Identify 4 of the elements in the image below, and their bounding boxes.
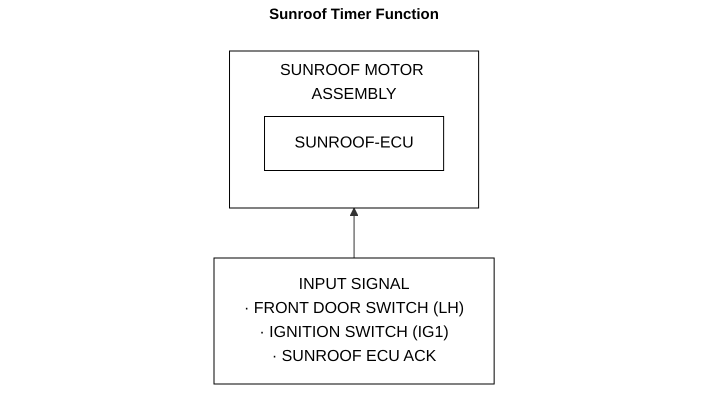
node-box: SUNROOF-ECU <box>264 116 444 171</box>
node-box: INPUT SIGNAL · FRONT DOOR SWITCH (LH) · IGNITION SWITCH (IG1) · SUNROOF ECU ACK <box>213 258 495 384</box>
arrow <box>350 208 358 258</box>
diagram-title: Sunroof Timer Function <box>268 6 440 23</box>
